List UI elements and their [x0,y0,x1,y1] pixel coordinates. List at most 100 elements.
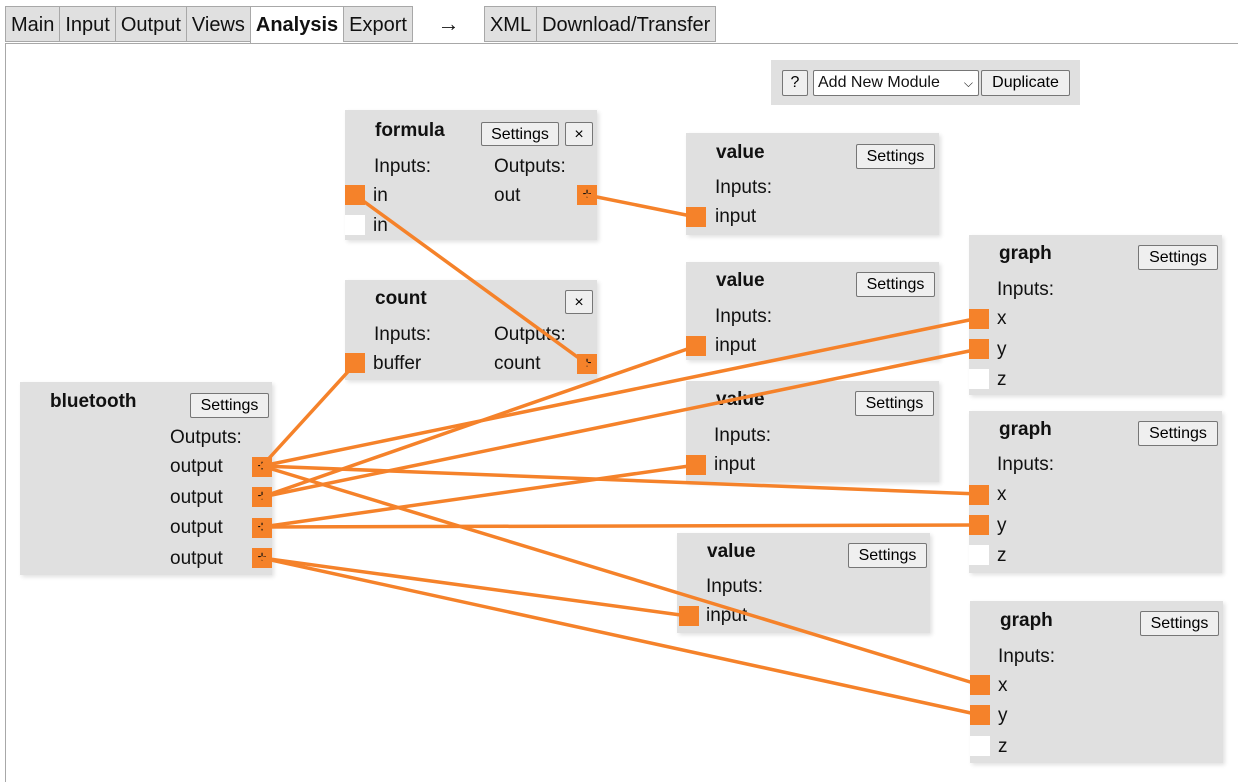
input-port[interactable] [686,336,706,356]
close-icon[interactable]: × [565,122,593,146]
add-module-select-value: Add New Module [818,74,940,91]
input-label: buffer [373,353,422,374]
settings-button[interactable]: Settings [481,122,559,146]
tab-xml[interactable]: XML [483,6,537,42]
input-port[interactable] [686,455,706,475]
module-toolbar: ? Add New Module ⌵ Duplicate [771,60,1080,105]
module-value[interactable]: value Settings Inputs: input [686,262,939,360]
input-label: in [373,215,388,236]
module-value[interactable]: value Settings Inputs: input [677,533,930,633]
outputs-label: Outputs: [494,156,566,177]
output-label: output [170,517,223,538]
tab-download-transfer[interactable]: Download/Transfer [536,6,717,42]
input-port[interactable] [970,705,990,725]
input-label: x [997,484,1007,505]
module-value[interactable]: value Settings Inputs: input [686,133,939,235]
settings-button[interactable]: Settings [848,543,927,568]
input-label: x [998,675,1008,696]
module-title: value [707,541,756,562]
outputs-label: Outputs: [494,324,566,345]
module-title: graph [999,419,1052,440]
settings-button[interactable]: Settings [1138,421,1218,446]
module-bluetooth[interactable]: bluetooth Settings Outputs: output + out… [20,382,272,575]
output-label: output [170,487,223,508]
input-label: input [714,454,756,475]
output-port[interactable]: + [252,457,272,477]
arrow-right-icon: → [437,11,460,36]
input-label: z [997,545,1007,566]
help-button[interactable]: ? [782,70,808,96]
module-graph[interactable]: graph Settings Inputs: x y z [970,601,1223,763]
input-label: input [715,335,757,356]
module-formula[interactable]: formula Settings × Inputs: Outputs: in i… [345,110,597,240]
module-count[interactable]: count × Inputs: Outputs: buffer count + [345,280,597,380]
input-port[interactable] [969,545,989,565]
module-title: value [716,270,765,291]
module-graph[interactable]: graph Settings Inputs: x y z [969,411,1222,573]
inputs-label: Inputs: [998,646,1056,667]
module-title: formula [375,120,445,141]
tab-output[interactable]: Output [114,6,186,42]
tab-analysis[interactable]: Analysis [249,6,344,44]
input-port[interactable] [969,515,989,535]
input-label: y [997,339,1007,360]
input-label: x [997,308,1007,329]
settings-button[interactable]: Settings [856,144,935,169]
module-title: value [716,389,765,410]
inputs-label: Inputs: [997,279,1055,300]
input-port[interactable] [969,339,989,359]
settings-button[interactable]: Settings [856,272,935,297]
module-title: value [716,142,765,163]
input-port[interactable] [970,675,990,695]
settings-button[interactable]: Settings [855,391,934,416]
output-label: out [494,185,521,206]
output-port[interactable]: + [577,185,597,205]
close-icon[interactable]: × [565,290,593,314]
input-label: z [998,736,1008,757]
input-port[interactable] [969,369,989,389]
module-title: graph [999,243,1052,264]
input-port[interactable] [969,309,989,329]
tab-main[interactable]: Main [5,6,60,42]
tab-export[interactable]: Export [343,6,413,42]
settings-button[interactable]: Settings [1140,611,1219,636]
input-label: in [373,185,388,206]
input-label: z [997,369,1007,390]
add-module-select[interactable]: Add New Module ⌵ [813,70,979,96]
input-port[interactable] [345,185,365,205]
input-port[interactable] [345,353,365,373]
inputs-label: Inputs: [715,177,773,198]
input-port[interactable] [969,485,989,505]
output-label: count [494,353,541,374]
input-port[interactable] [679,606,699,626]
module-value[interactable]: value Settings Inputs: input [686,381,939,482]
outputs-label: Outputs: [170,427,242,448]
module-graph[interactable]: graph Settings Inputs: x y z [969,235,1222,395]
input-port[interactable] [686,207,706,227]
module-title: graph [1000,610,1053,631]
input-label: y [997,515,1007,536]
output-port[interactable]: + [252,487,272,507]
settings-button[interactable]: Settings [190,393,269,418]
input-label: y [998,705,1008,726]
inputs-label: Inputs: [706,576,764,597]
module-title: count [375,288,427,309]
duplicate-button[interactable]: Duplicate [981,70,1070,96]
inputs-label: Inputs: [374,156,432,177]
chevron-down-icon: ⌵ [963,76,973,90]
settings-button[interactable]: Settings [1138,245,1218,270]
output-label: output [170,456,223,477]
inputs-label: Inputs: [997,454,1055,475]
input-label: input [706,605,748,626]
output-port[interactable]: + [577,354,597,374]
output-label: output [170,548,223,569]
input-label: input [715,206,757,227]
tab-input[interactable]: Input [59,6,115,42]
input-port[interactable] [970,736,990,756]
output-port[interactable]: + [252,548,272,568]
inputs-label: Inputs: [715,306,773,327]
input-port[interactable] [345,215,365,235]
tab-bar: Main Input Output Views Analysis Export … [5,6,717,44]
output-port[interactable]: + [252,518,272,538]
tab-views[interactable]: Views [185,6,250,42]
